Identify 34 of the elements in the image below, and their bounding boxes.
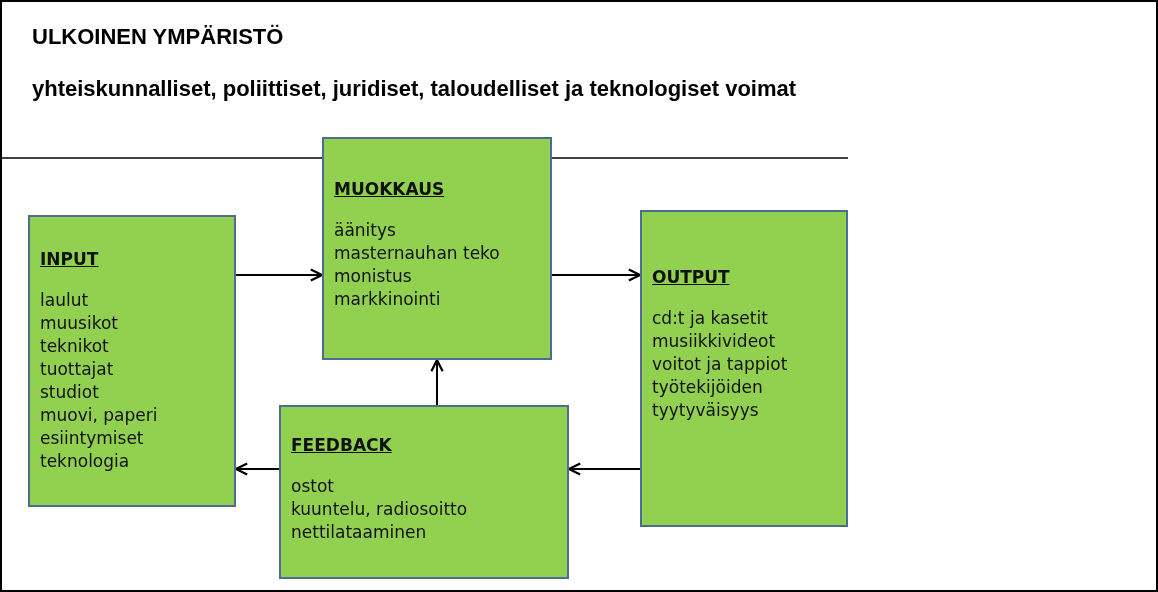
list-item: studiot (40, 381, 100, 404)
list-item: työtekijöiden tyytyväisyys (652, 376, 764, 422)
list-item: kuuntelu, radiosoitto (291, 498, 469, 521)
process-box (279, 405, 569, 579)
list-item: ostot (291, 475, 335, 498)
box-heading: OUTPUT (652, 267, 730, 287)
box-heading: FEEDBACK (291, 435, 392, 455)
list-item: musiikkivideot (652, 330, 777, 353)
frame-subheading: yhteiskunnalliset, poliittiset, juridiset, taloudelliset ja teknologiset voimat (32, 76, 797, 102)
frame-heading: ULKOINEN YMPÄRISTÖ (32, 24, 284, 50)
process-box (28, 215, 236, 507)
list-item: masternauhan teko (334, 242, 501, 265)
arrow (430, 358, 444, 406)
list-item: cd:t ja kasetit (652, 307, 769, 330)
list-item: teknologia (40, 450, 131, 473)
list-item: muovi, paperi (40, 404, 159, 427)
list-item: monistus (334, 265, 413, 288)
list-item: markkinointi (334, 288, 442, 311)
list-item: nettilataaminen (291, 521, 428, 544)
list-item: laulut (40, 289, 90, 312)
arrow (235, 268, 324, 282)
arrow (567, 462, 641, 476)
list-item: tuottajat (40, 358, 115, 381)
list-item: äänitys (334, 219, 397, 242)
box-heading: MUOKKAUS (334, 179, 445, 199)
process-box (640, 210, 848, 527)
list-item: voitot ja tappiot (652, 353, 789, 376)
arrow (234, 462, 280, 476)
list-item: teknikot (40, 335, 110, 358)
box-heading: INPUT (40, 249, 99, 269)
arrow (551, 268, 642, 282)
list-item: esiintymiset (40, 427, 145, 450)
process-box (322, 137, 552, 360)
list-item: muusikot (40, 312, 119, 335)
